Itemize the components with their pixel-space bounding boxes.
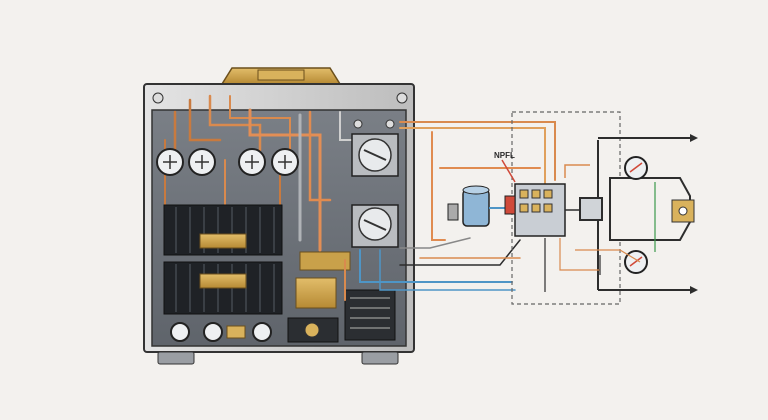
meter-icon: [271, 148, 299, 176]
capacitor-bank-upper: [163, 204, 283, 256]
terminal-block: [287, 251, 396, 343]
arrow-right-icon: [690, 134, 698, 294]
square-gauge-bottom: [351, 204, 399, 248]
meter-row: [156, 148, 299, 176]
meter-icon: [188, 148, 216, 176]
square-gauge-top: [351, 119, 399, 177]
tank-icon: [462, 185, 490, 227]
gauge-icon: [624, 156, 648, 180]
control-module: NPFL: [494, 151, 590, 237]
valve-icon: [447, 203, 459, 221]
meter-icon: [156, 148, 184, 176]
screw-icon: [353, 119, 395, 129]
minor-wires: [544, 182, 656, 292]
right-schematic: [565, 137, 691, 291]
bottom-connectors: [170, 322, 272, 342]
screw-icon: [152, 92, 408, 104]
cabinet-foot-right: [361, 351, 399, 365]
capacitor-bank-lower: [163, 261, 283, 315]
connector-block: [671, 199, 695, 223]
npfl-label: NPFL: [494, 151, 515, 160]
fuse-icon: [304, 322, 320, 338]
outgoing-wires: [344, 121, 556, 301]
cabinet-handle: [220, 67, 342, 85]
cabinet-foot-left: [157, 351, 195, 365]
meter-icon: [238, 148, 266, 176]
